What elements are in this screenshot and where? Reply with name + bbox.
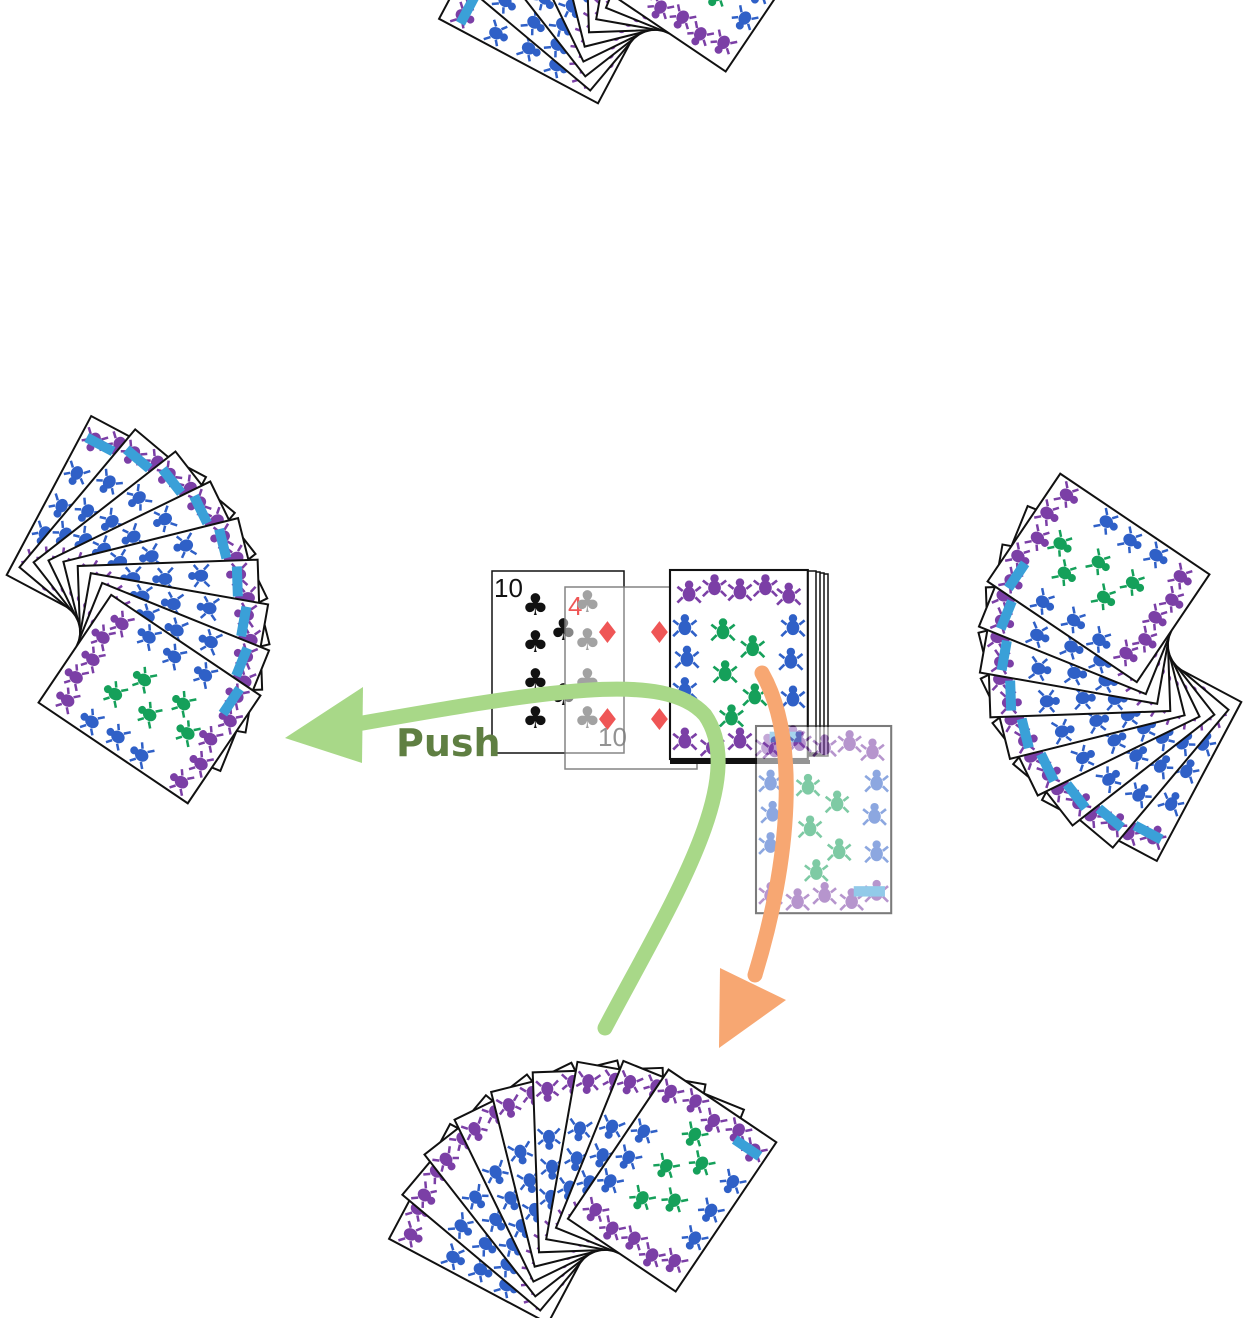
svg-text:♦: ♦ xyxy=(646,616,673,651)
green-push-arrow xyxy=(285,681,726,1036)
left-player-hand xyxy=(7,416,270,803)
diamond-pips: ♦ ♦ ♦ ♦ xyxy=(594,616,673,738)
top-player-hand xyxy=(439,0,826,103)
orange-deal-arrow xyxy=(719,665,794,1048)
ghost-club-pips: ♣ ♣ ♣ ♣ xyxy=(574,585,601,736)
push-label: Push xyxy=(396,721,501,765)
svg-text:♣: ♣ xyxy=(550,613,577,648)
svg-text:♦: ♦ xyxy=(646,703,673,738)
card-rank: 4 xyxy=(568,591,582,621)
svg-text:♣: ♣ xyxy=(522,625,549,660)
svg-text:♣: ♣ xyxy=(574,585,601,620)
svg-text:♣: ♣ xyxy=(574,701,601,736)
svg-text:♦: ♦ xyxy=(594,703,621,738)
svg-text:♣: ♣ xyxy=(522,588,549,623)
bottom-player-hand xyxy=(389,1061,776,1318)
card-rank-ghost: 10 xyxy=(598,722,627,752)
card-rank: 10 xyxy=(494,573,523,603)
svg-text:♦: ♦ xyxy=(594,616,621,651)
svg-text:♣: ♣ xyxy=(574,623,601,658)
svg-text:♣: ♣ xyxy=(522,701,549,736)
right-player-hand xyxy=(979,474,1242,861)
